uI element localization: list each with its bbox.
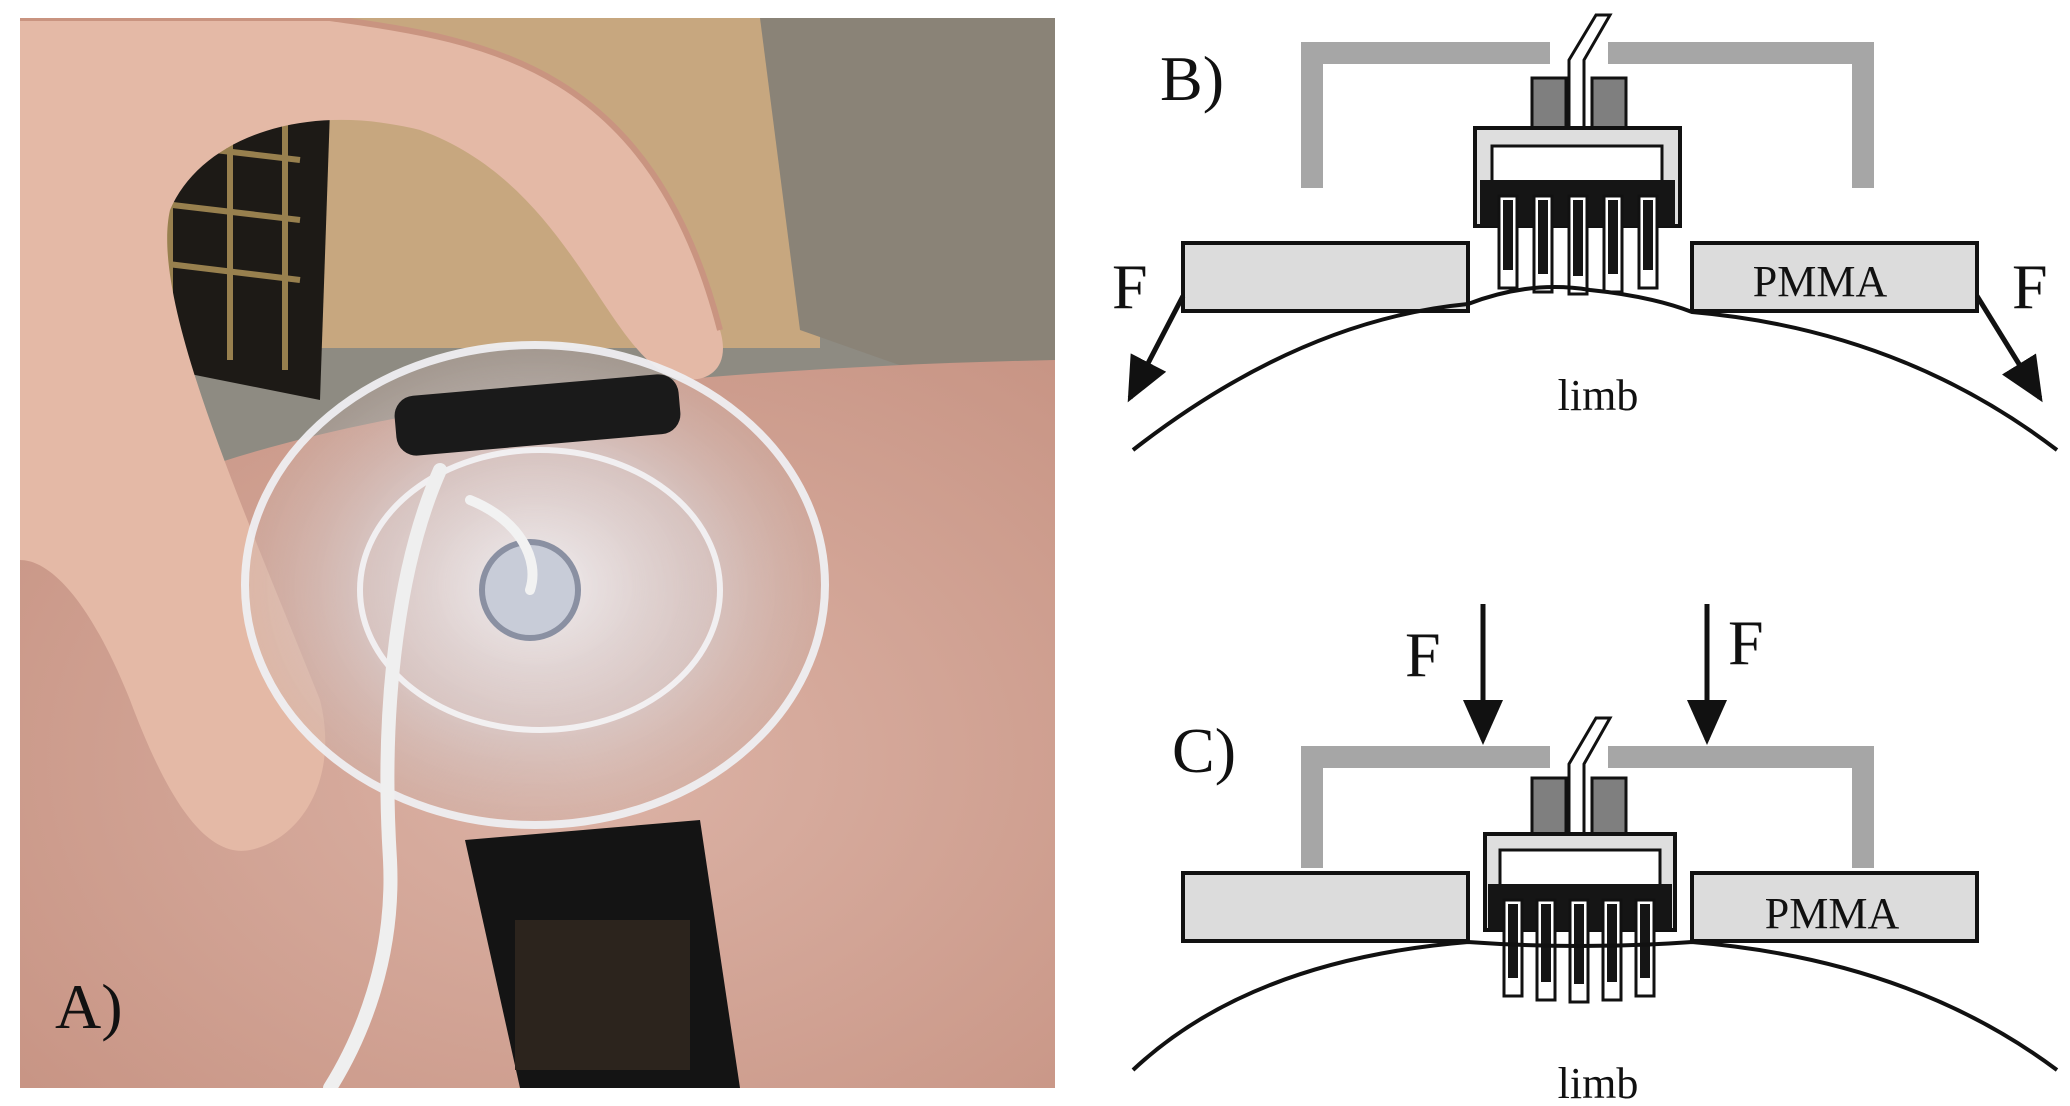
photo-strap-patch (515, 920, 690, 1070)
c-housing-inner (1498, 848, 1662, 888)
photo-clip (394, 374, 681, 456)
panel-a-photo (20, 18, 1055, 1088)
b-force-arrow-right (1974, 294, 2043, 403)
c-housing-top-left (1530, 776, 1568, 836)
b-pmma-plate-left (1181, 241, 1470, 313)
panel-c-diagram: PMMA limb F F (1131, 604, 2059, 1106)
c-housing-top-right (1590, 776, 1628, 836)
b-housing-top-right (1590, 76, 1628, 130)
photo-tube (323, 463, 447, 1088)
panel-b-label: B) (1160, 43, 1224, 114)
photo-inner-ring (357, 447, 723, 733)
c-limb-outline (1131, 939, 2059, 1072)
panel-a-label: A) (55, 971, 123, 1042)
b-electrode-rods (1503, 200, 1653, 276)
photo-shirt (760, 18, 1055, 420)
b-housing-top-left (1530, 76, 1568, 130)
c-pmma-plate-left (1181, 871, 1470, 943)
b-bridge-frame (1301, 42, 1874, 188)
b-force-label-right: F (2012, 251, 2048, 322)
photo-tube-end (465, 495, 538, 595)
c-force-label-right: F (1728, 607, 1764, 678)
b-pmma-plate-right (1690, 241, 1979, 313)
b-pmma-label: PMMA (1753, 257, 1888, 306)
photo-finger-edge (20, 18, 723, 331)
b-housing-inner (1490, 144, 1664, 188)
b-force-arrow-left (1127, 294, 1186, 403)
panel-b-diagram: PMMA limb F F (1112, 13, 2059, 452)
panel-c-label: C) (1172, 715, 1236, 786)
c-pmma-plate-right (1690, 871, 1979, 943)
c-pmma-label: PMMA (1765, 889, 1900, 938)
b-force-label-left: F (1112, 251, 1148, 322)
c-bridge-frame (1301, 746, 1874, 868)
photo-hand (20, 18, 723, 851)
b-limb-outline (1131, 285, 2059, 452)
b-limb-label: limb (1558, 371, 1639, 420)
c-wire (1567, 716, 1613, 834)
c-force-label-left: F (1405, 619, 1441, 690)
c-limb-label: limb (1558, 1059, 1639, 1106)
b-wire (1567, 13, 1613, 128)
